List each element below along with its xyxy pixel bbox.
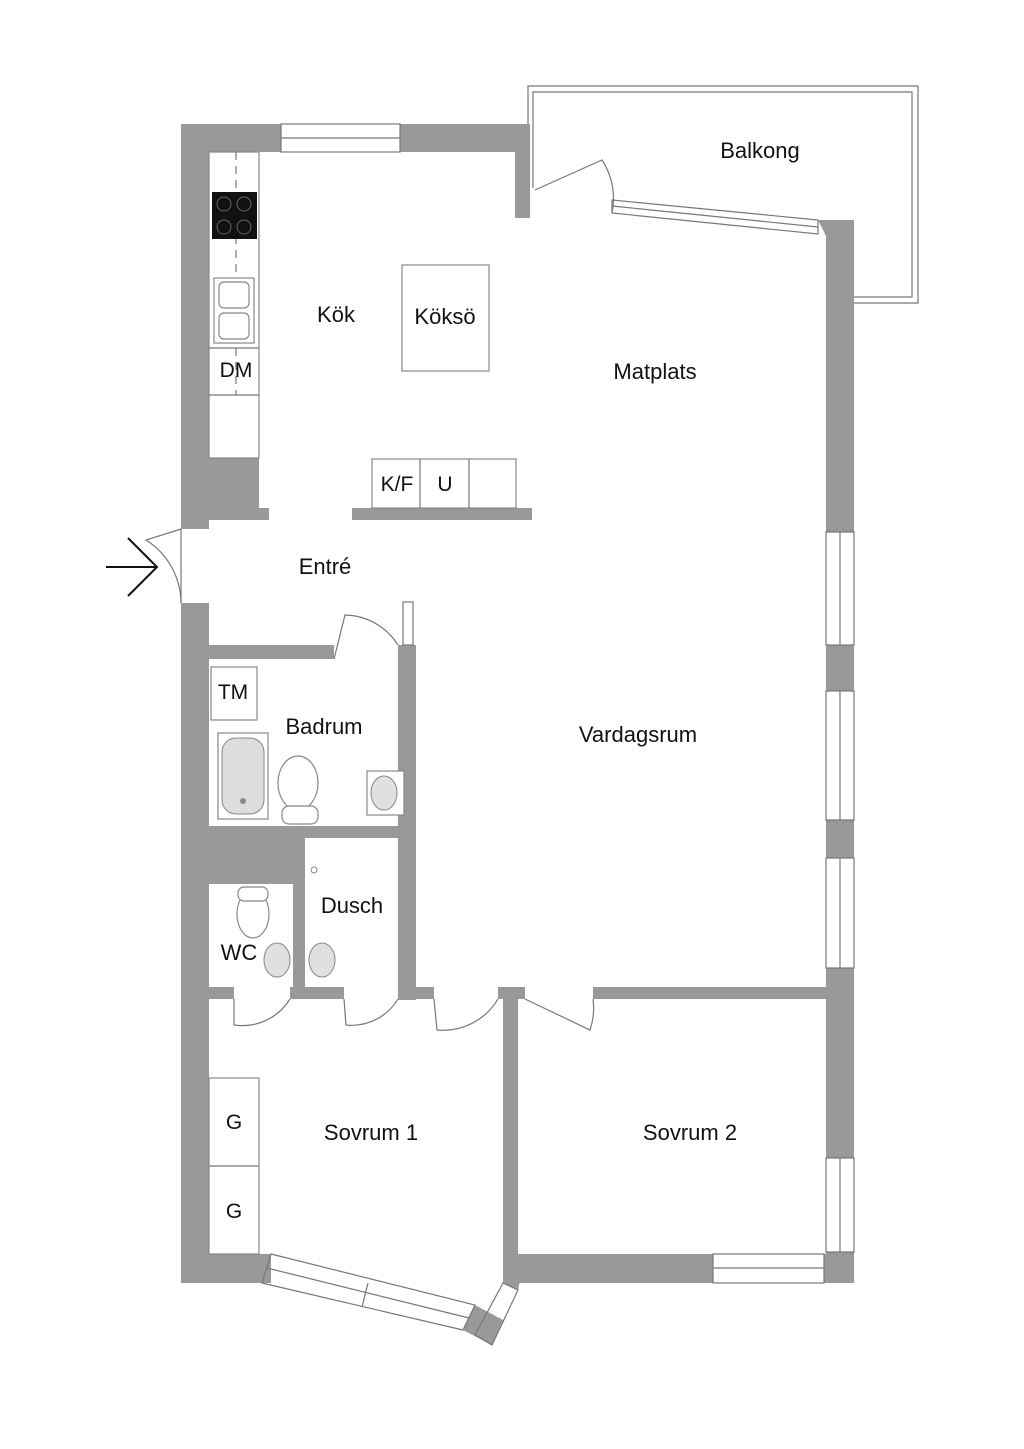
room-label-sovrum2: Sovrum 2 [643,1120,737,1145]
fixture-label-u: U [437,473,452,496]
room-label-entre: Entré [299,554,352,579]
washbasin-icon [366,770,405,816]
fixture-label-kf: K/F [381,473,414,496]
fixture-label-tm: TM [218,681,248,704]
sink-icon [213,277,255,344]
entrance-arrow-icon [106,537,159,597]
fixture-label-dm: DM [220,359,253,382]
kitchen-island [401,264,490,372]
windows [261,123,855,1346]
doors [144,159,615,1031]
walls [181,124,854,1345]
room-label-vardagsrum: Vardagsrum [579,722,697,747]
room-label-badrum: Badrum [285,714,362,739]
room-label-dusch: Dusch [321,893,383,918]
fixture-label-g1: G [226,1111,242,1134]
room-label-sovrum1: Sovrum 1 [324,1120,418,1145]
fixture-label-g2: G [226,1200,242,1223]
balcony [527,85,919,304]
bathtub-icon [217,732,269,820]
wc-fixtures [236,866,336,978]
room-label-kok: Kök [317,302,356,327]
room-label-matplats: Matplats [613,359,696,384]
fridge-freezer-units [371,458,517,509]
toilet-icon [277,755,319,825]
room-label-balkong: Balkong [720,138,800,163]
wardrobes [208,1077,260,1255]
room-label-wc: WC [221,940,258,965]
washer-box [210,666,258,721]
stove-icon [212,192,257,239]
room-label-koksö: Köksö [414,304,475,329]
